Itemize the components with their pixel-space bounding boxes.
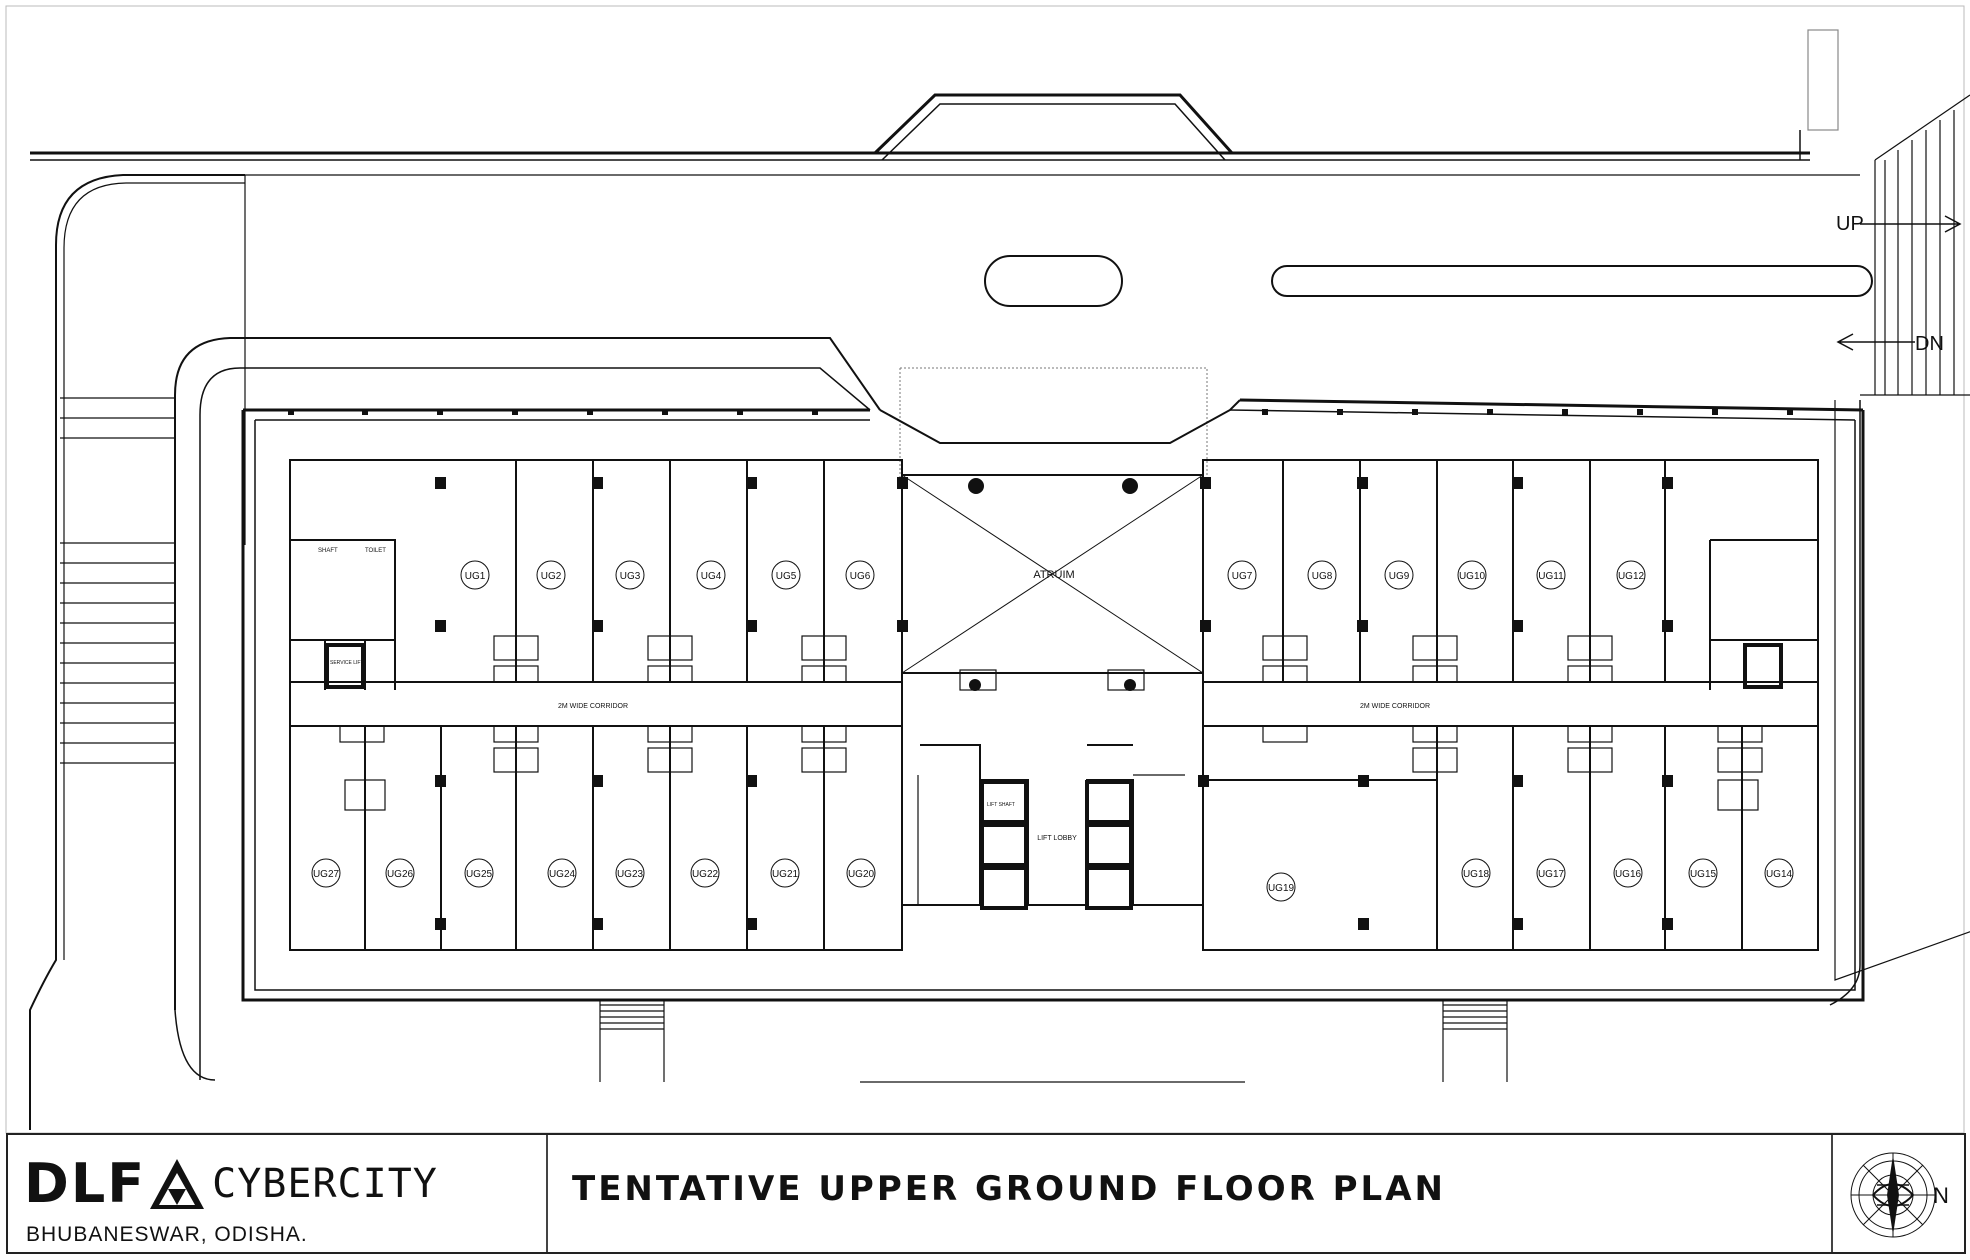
floor-plan-drawing: ATRUIM 2M WIDE CORRIDOR 2M WIDE CORRIDOR…	[5, 5, 1970, 1134]
atrium-bay-top	[873, 93, 1234, 155]
unit-label-bottom-5: UG22	[692, 869, 719, 880]
unit-label-top-9: UG10	[1459, 571, 1486, 582]
drawing-title: TENTATIVE UPPER GROUND FLOOR PLAN	[572, 1169, 1446, 1209]
up-label: UP	[1836, 213, 1864, 235]
unit-label-bottom-13: UG14	[1766, 869, 1793, 880]
unit-label-bottom-8: UG19	[1268, 883, 1295, 894]
unit-label-bottom-10: UG17	[1538, 869, 1565, 880]
unit-label-bottom-11: UG16	[1615, 869, 1642, 880]
unit-label-bottom-1: UG26	[387, 869, 414, 880]
location-text: BHUBANESWAR, ODISHA.	[26, 1223, 308, 1246]
atrium-projection	[899, 367, 1208, 478]
left-wing-walls	[289, 459, 903, 951]
dn-label: DN	[1915, 333, 1944, 355]
corridor-label-right: 2M WIDE CORRIDOR	[1360, 703, 1430, 710]
right-ramp	[1807, 29, 1970, 396]
unit-label-top-11: UG12	[1618, 571, 1645, 582]
inner-road-outer	[174, 337, 881, 1010]
up-arrow	[1860, 215, 1962, 233]
title-panel: TENTATIVE UPPER GROUND FLOOR PLAN	[548, 1135, 1833, 1252]
north-label: N	[1933, 1183, 1949, 1208]
dropoff-island	[984, 255, 1123, 307]
unit-circles	[311, 560, 1794, 902]
unit-label-bottom-9: UG18	[1463, 869, 1490, 880]
service-lift-left	[325, 643, 365, 689]
slab-columns	[288, 409, 1793, 415]
unit-label-top-3: UG4	[701, 571, 722, 582]
unit-label-top-10: UG11	[1538, 571, 1564, 582]
unit-label-top-5: UG6	[850, 571, 871, 582]
lift-lobby-label: LIFT LOBBY	[1037, 835, 1077, 842]
corridor-label-left: 2M WIDE CORRIDOR	[558, 703, 628, 710]
unit-label-bottom-7: UG20	[848, 869, 875, 880]
left-ramp	[60, 397, 175, 764]
unit-label-top-7: UG8	[1312, 571, 1333, 582]
lift-shaft-6	[1085, 866, 1133, 910]
north-compass-icon	[1850, 1152, 1936, 1238]
service-lift-right	[1743, 643, 1783, 689]
unit-label-top-2: UG3	[620, 571, 641, 582]
logo-panel: DLF CYBERCITY BHUBANESWAR, ODISHA.	[8, 1135, 548, 1252]
right-wing-walls	[1202, 459, 1819, 951]
unit-label-bottom-6: UG21	[772, 869, 799, 880]
unit-label-bottom-2: UG25	[466, 869, 493, 880]
front-steps	[599, 1000, 1508, 1083]
brand-letters: DLF	[24, 1152, 147, 1215]
toilet-label: TOILET	[365, 548, 386, 554]
shaft-label: SHAFT	[318, 548, 338, 554]
lift-shaft-5	[1085, 823, 1133, 867]
lift-shaft-3	[980, 866, 1028, 910]
triangle-logo-icon	[150, 1159, 205, 1209]
north-panel: N	[1833, 1135, 1964, 1252]
left-road-outer	[29, 174, 245, 1130]
unit-label-bottom-12: UG15	[1690, 869, 1717, 880]
unit-label-bottom-0: UG27	[313, 869, 340, 880]
building-slab-outer	[241, 398, 1865, 1002]
road-median	[1271, 265, 1873, 297]
unit-label-top-6: UG7	[1232, 571, 1253, 582]
lift-shaft-2	[980, 823, 1028, 867]
lift-shaft-4	[1085, 780, 1133, 824]
title-block: DLF CYBERCITY BHUBANESWAR, ODISHA. TENTA…	[6, 1133, 1966, 1254]
toilet-blocks	[339, 635, 1763, 811]
service-lift-label: SERVICE LIFT	[330, 660, 364, 666]
unit-label-bottom-3: UG24	[549, 869, 576, 880]
unit-label-top-8: UG9	[1389, 571, 1410, 582]
dn-arrow	[1836, 333, 1915, 351]
interior-columns	[435, 477, 1673, 930]
atrium-label: ATRUIM	[1033, 569, 1074, 581]
unit-label-bottom-4: UG23	[617, 869, 644, 880]
lift-shaft-1	[980, 780, 1028, 824]
unit-label-top-1: UG2	[541, 571, 562, 582]
unit-label-top-4: UG5	[776, 571, 797, 582]
lift-shaft-label: LIFT SHAFT	[987, 802, 1015, 808]
brand-logo: DLF CYBERCITY	[24, 1157, 438, 1211]
brand-word: CYBERCITY	[212, 1161, 438, 1207]
unit-label-top-0: UG1	[465, 571, 486, 582]
